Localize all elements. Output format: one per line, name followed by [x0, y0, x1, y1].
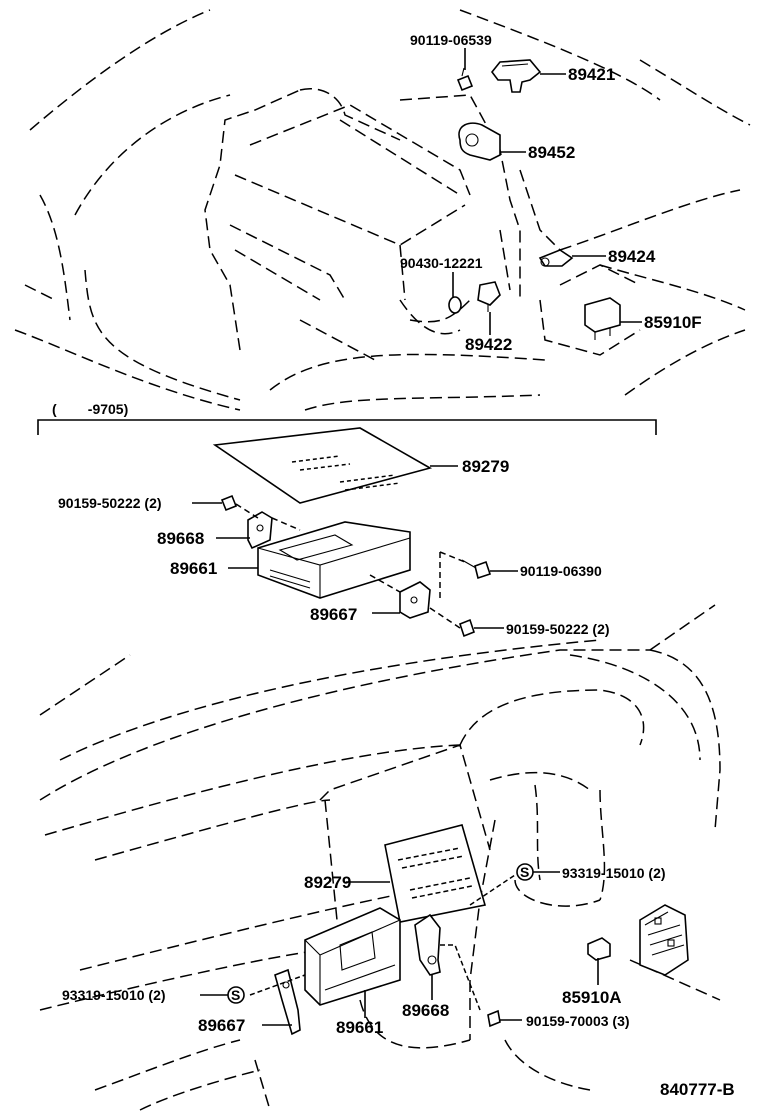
- dashboard-drawing: [39, 604, 721, 1111]
- label-89667-middle: 89667: [310, 605, 357, 624]
- label-89279-bottom: 89279: [304, 873, 351, 892]
- label-89424: 89424: [608, 247, 656, 266]
- label-89661-bottom: 89661: [336, 1018, 383, 1037]
- top-leader-lines: [452, 48, 642, 335]
- label-90119-06390: 90119-06390: [520, 563, 602, 579]
- label-89452: 89452: [528, 143, 575, 162]
- bottom-leader-lines: [200, 871, 599, 1026]
- label-89668-bottom: 89668: [402, 1001, 449, 1020]
- bracket-89668-middle: [247, 511, 273, 550]
- bracket-89667-middle: [399, 581, 431, 619]
- diagram-id: 840777-B: [660, 1080, 735, 1099]
- middle-dashed-links: [235, 503, 466, 629]
- sensor-89424: [538, 249, 574, 267]
- s-marker-left: S: [231, 987, 240, 1003]
- ecu-89661-bottom: [304, 907, 401, 1006]
- label-85910A: 85910A: [562, 988, 622, 1007]
- label-89668-middle: 89668: [157, 529, 204, 548]
- relay-85910A: [587, 937, 611, 961]
- sensor-89422: [477, 281, 501, 312]
- date-range-label: ( -9705): [52, 401, 128, 417]
- gasket-90430-12221: [448, 296, 462, 314]
- s-marker-circles: [227, 863, 534, 1004]
- label-89661-middle: 89661: [170, 559, 217, 578]
- label-90159-50222-a: 90159-50222 (2): [58, 495, 162, 511]
- middle-leader-lines: [192, 465, 518, 629]
- label-90119-06539: 90119-06539: [410, 32, 492, 48]
- ecu-89661-middle: [257, 521, 411, 599]
- relay-85910F: [584, 297, 621, 340]
- bracket-89667-bottom: [274, 968, 301, 1036]
- label-89421: 89421: [568, 65, 615, 84]
- label-sheet-89279: [212, 427, 433, 504]
- bolts-middle: [220, 494, 492, 638]
- label-90430-12221: 90430-12221: [400, 255, 483, 271]
- label-89422: 89422: [465, 335, 512, 354]
- bottom-labels: 93319-15010 (2) 89279 93319-15010 (2) 89…: [62, 864, 666, 1037]
- middle-section-bracket: [37, 419, 657, 435]
- label-93319-15010-left: 93319-15010 (2): [62, 987, 166, 1003]
- label-90159-50222-b: 90159-50222 (2): [506, 621, 610, 637]
- engine-compartment-drawing: [14, 9, 751, 411]
- label-sheet-89279-bottom: [384, 824, 487, 923]
- label-89667-bottom: 89667: [198, 1016, 245, 1035]
- junction-block: [639, 904, 689, 976]
- throttle-position-sensor-89452: [458, 122, 501, 161]
- label-90159-70003: 90159-70003 (3): [526, 1013, 630, 1029]
- bottom-bolts-clips: [249, 874, 516, 1028]
- label-93319-15010-right: 93319-15010 (2): [562, 865, 666, 881]
- middle-labels: ( -9705) 89279 90159-50222 (2) 89668 896…: [52, 401, 610, 637]
- s-marker-right: S: [520, 864, 529, 880]
- label-85910F: 85910F: [644, 313, 702, 332]
- bracket-89668-bottom: [414, 913, 441, 976]
- bolt-90119-06539: [456, 67, 474, 92]
- throttle-sensor-bracket-89421: [490, 59, 542, 93]
- top-labels: 90119-06539 89421 89452 90430-12221 8942…: [400, 32, 702, 354]
- label-89279-middle: 89279: [462, 457, 509, 476]
